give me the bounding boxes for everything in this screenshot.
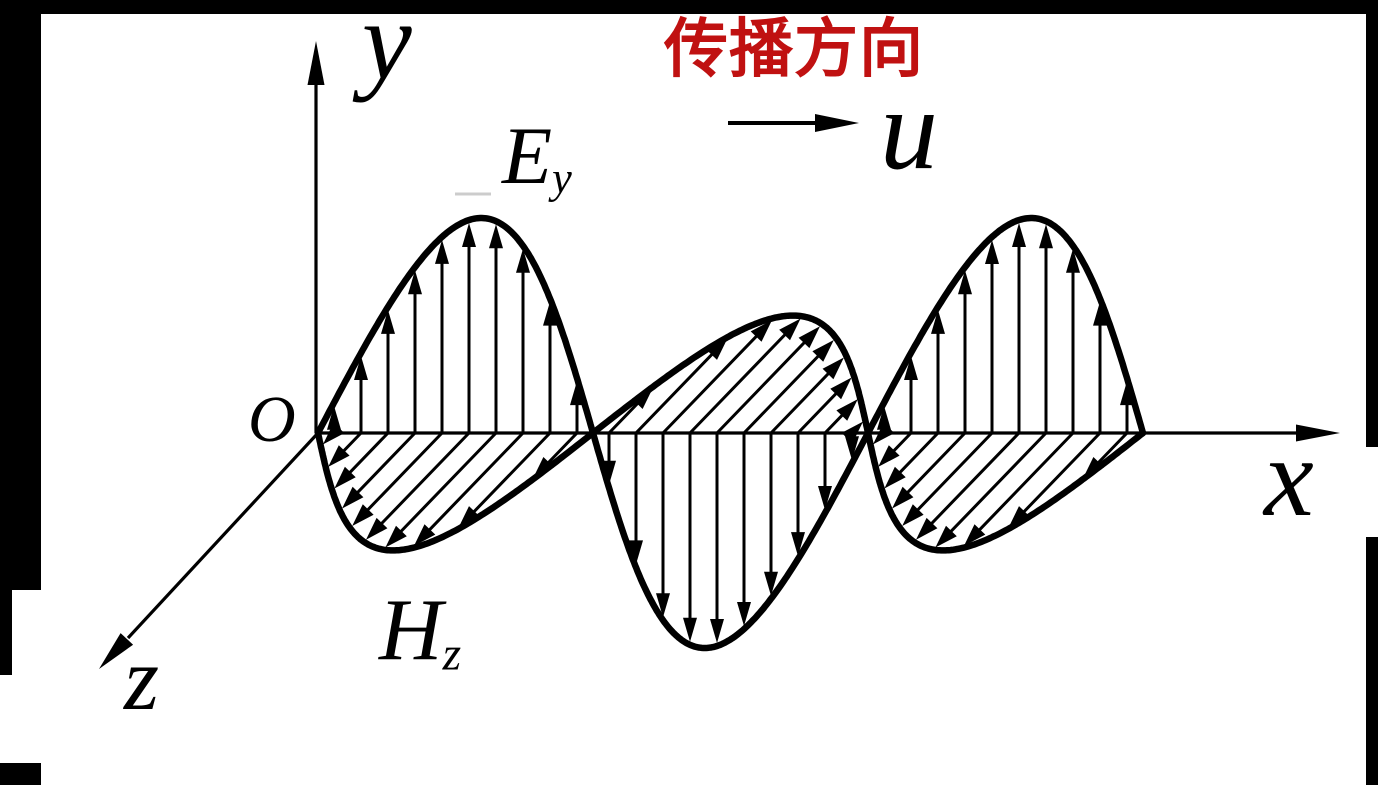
e-field-subscript: y xyxy=(552,153,572,203)
h-field-symbol: H xyxy=(379,582,443,679)
velocity-label: u xyxy=(880,66,938,194)
e-field-wave xyxy=(314,214,1147,652)
y-axis-label: y xyxy=(362,0,412,103)
frame-right-lower-bar xyxy=(1366,537,1378,785)
origin-label: O xyxy=(248,383,296,456)
x-axis-label: x xyxy=(1264,416,1314,540)
propagation-arrow xyxy=(728,114,859,132)
frame-left-bar xyxy=(0,0,41,590)
e-field-label: Ey xyxy=(502,115,572,201)
frame-right-upper-bar xyxy=(1366,14,1378,447)
h-field-label: Hz xyxy=(379,587,461,679)
frame-top-bar xyxy=(0,0,1378,14)
coordinate-axes xyxy=(99,41,1340,669)
z-axis-label: z xyxy=(124,630,160,729)
frame-left-bottom-block xyxy=(0,763,41,785)
h-field-wave xyxy=(314,312,1147,554)
frame-left-narrow-bar xyxy=(0,590,12,675)
propagation-direction-label: 传播方向 xyxy=(664,14,924,85)
e-field-symbol: E xyxy=(502,110,553,201)
h-field-subscript: z xyxy=(442,628,462,681)
